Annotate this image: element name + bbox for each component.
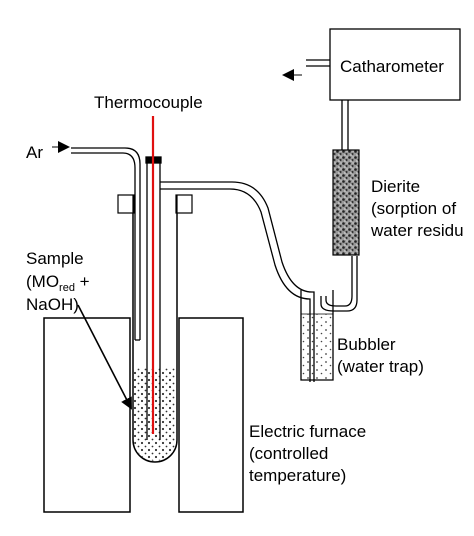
furnace-label-2: (controlled	[249, 444, 328, 463]
sample-pointer-arrow-icon	[77, 304, 132, 410]
gas-outlet-tube	[160, 181, 315, 382]
reactor-tube	[117, 194, 193, 463]
bubbler	[300, 290, 334, 381]
bubbler-label-2: (water trap)	[337, 357, 424, 376]
furnace-label-1: Electric furnace	[249, 422, 366, 441]
sample-label-sub: red	[59, 282, 75, 294]
electric-furnace	[43, 317, 244, 513]
drierite-column	[332, 149, 360, 256]
bubbler-outlet-tube	[320, 256, 358, 312]
catharometer-box	[329, 28, 461, 101]
sample-label-plus: +	[75, 272, 90, 291]
thermocouple-label: Thermocouple	[94, 93, 203, 112]
drierite-label-2: (sorption of	[371, 199, 456, 218]
sample-label-1: Sample	[26, 249, 84, 268]
sample-label-3: NaOH)	[26, 295, 79, 314]
bubbler-label-1: Bubbler	[337, 335, 396, 354]
sample-label-2: (MOred +	[26, 272, 90, 294]
catharometer-label: Catharometer	[340, 57, 444, 76]
furnace-label-3: temperature)	[249, 466, 346, 485]
sample-powder	[134, 368, 176, 461]
sample-label-mo: (MO	[26, 272, 59, 291]
argon-inlet-tube	[71, 147, 141, 341]
catharometer-exhaust	[306, 59, 330, 67]
drierite-label-1: Dierite	[371, 177, 420, 196]
drierite-label-3: water residu	[370, 221, 464, 240]
argon-label: Ar	[26, 143, 43, 162]
